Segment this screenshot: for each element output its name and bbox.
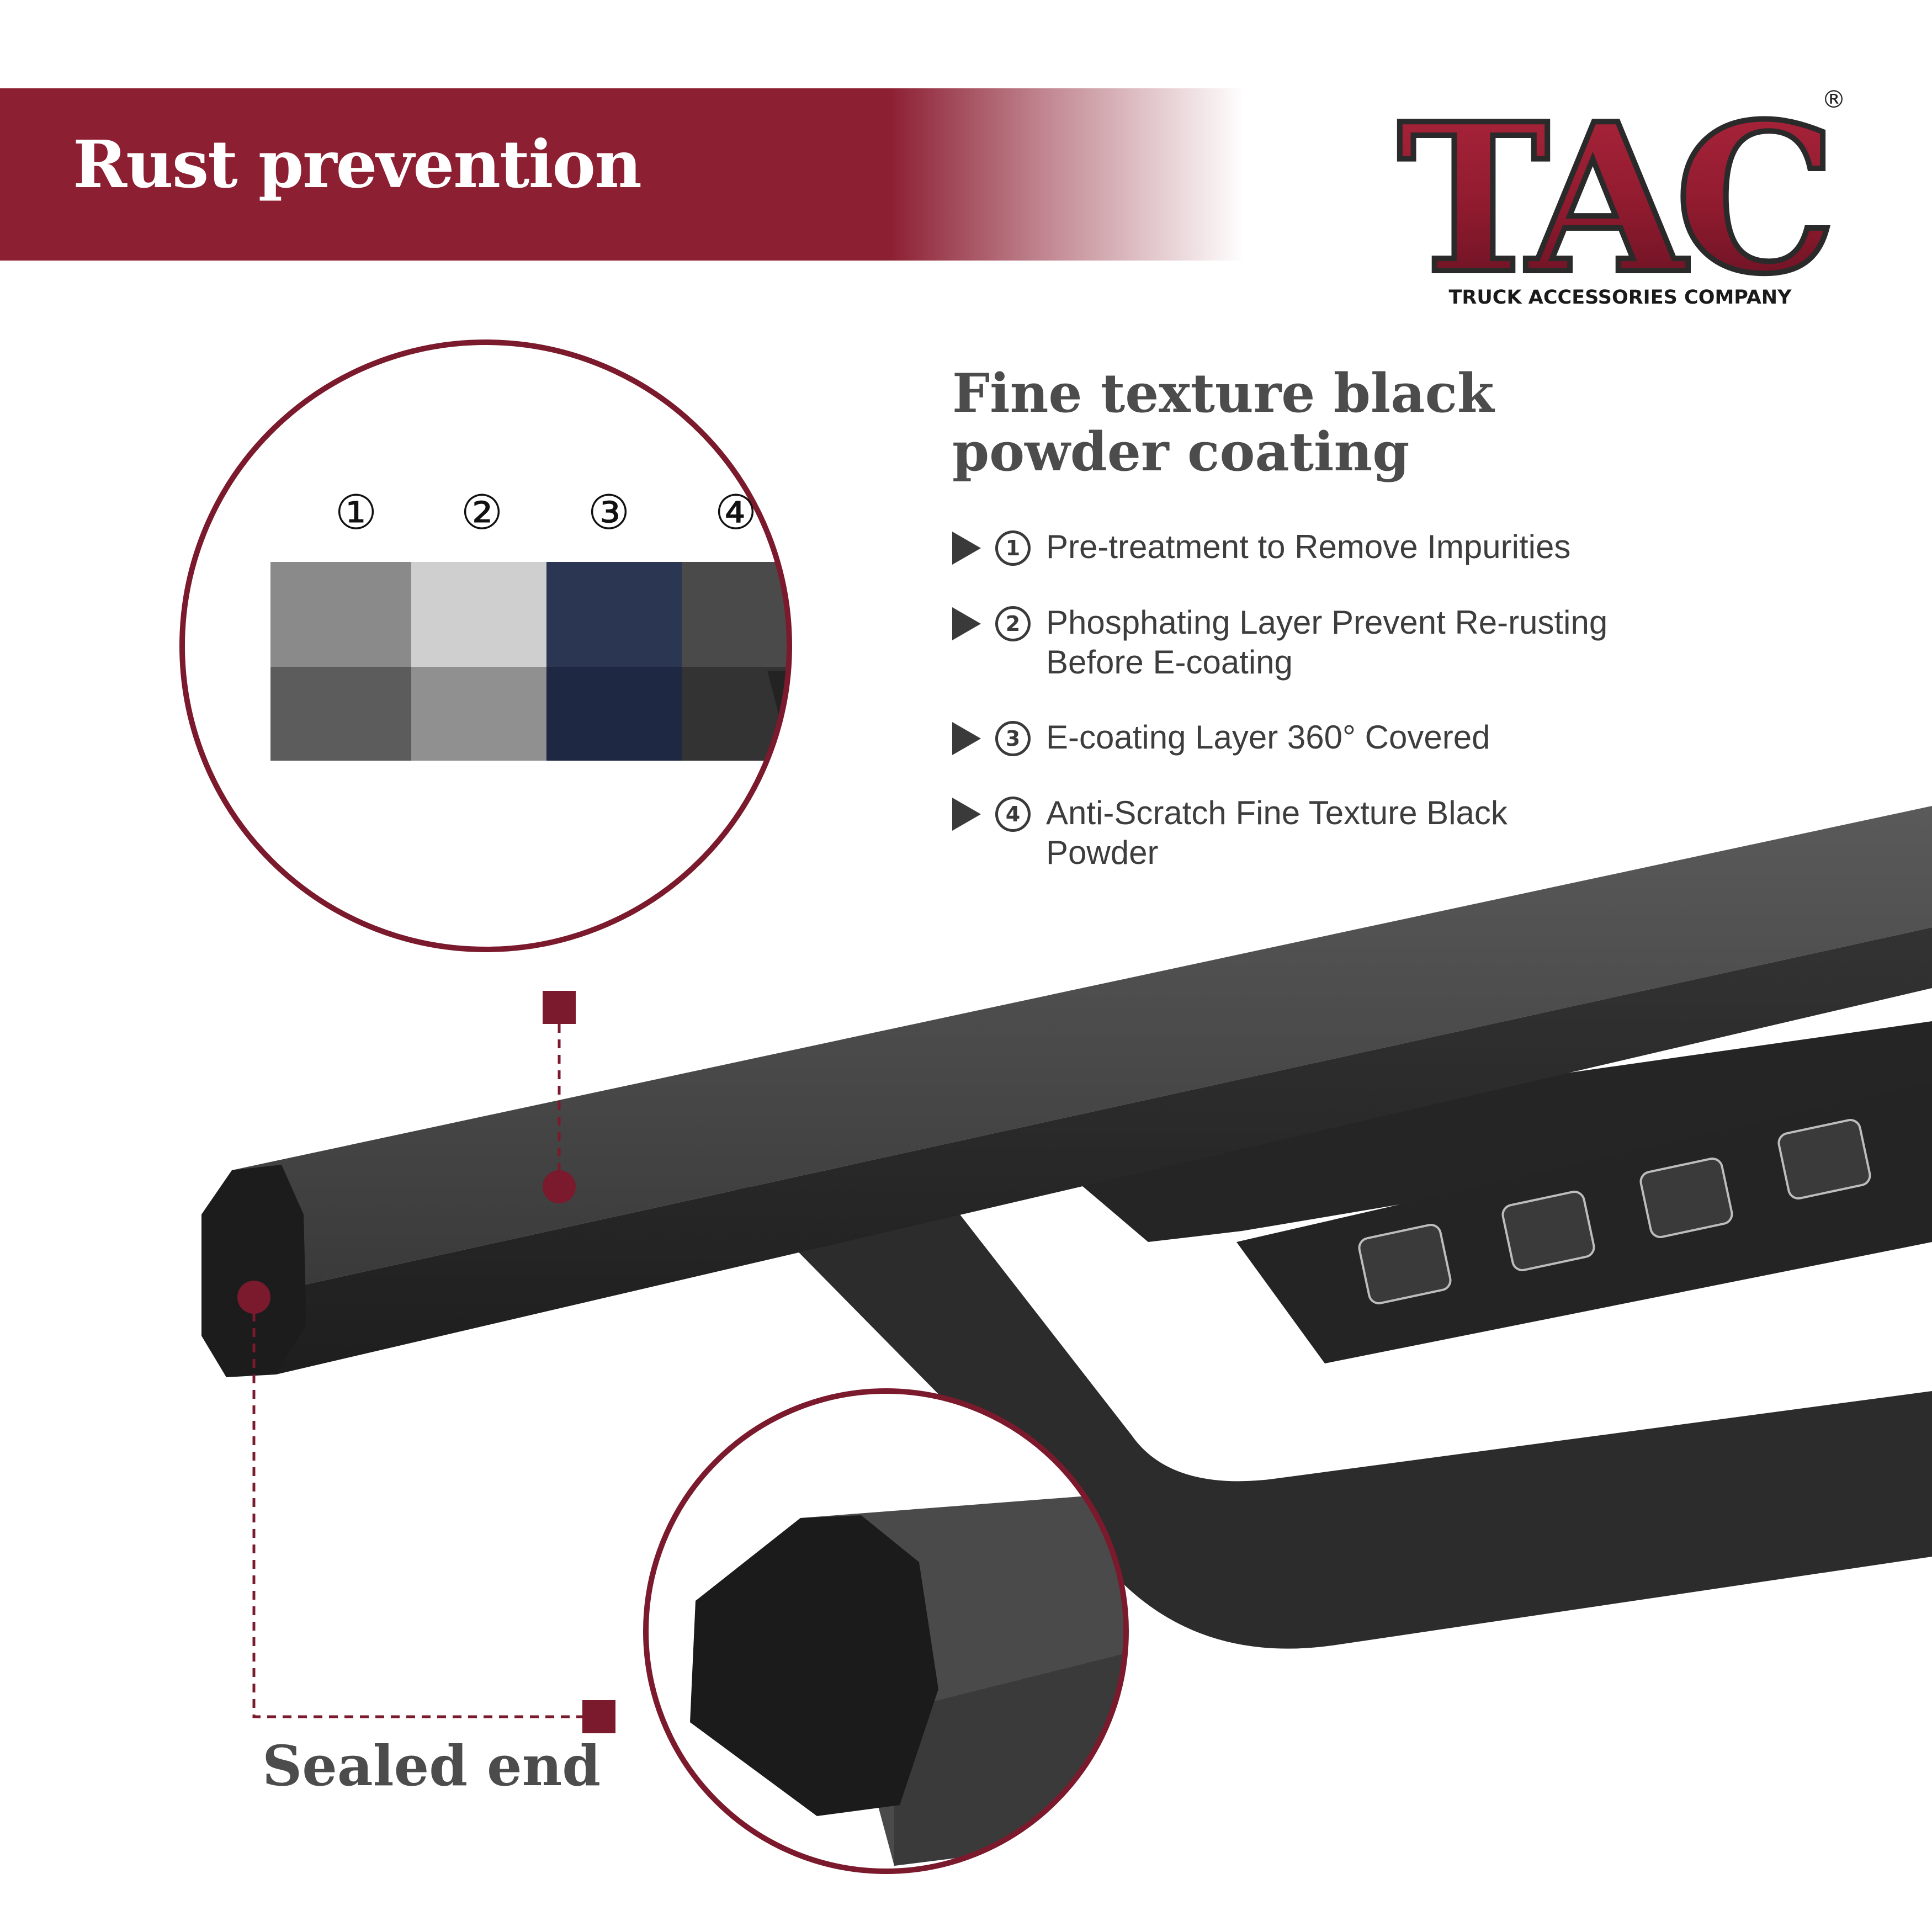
feature-item-2: 2 Phosphating Layer Prevent Re-rusting B… xyxy=(952,603,1607,682)
step-frame xyxy=(1038,1021,1932,1242)
feature-item-4: 4 Anti-Scratch Fine Texture Black Powder xyxy=(952,793,1508,873)
coating-layers xyxy=(270,562,789,761)
coating-heading-line2: powder coating xyxy=(952,421,1410,483)
feature-item-1: 1 Pre-treatment to Remove Impurities xyxy=(952,527,1570,567)
play-arrow-icon xyxy=(952,532,981,565)
tac-logo: TAC ® TRUCK ACCESSORIES COMPANY xyxy=(1395,86,1846,306)
main-bar-top xyxy=(232,806,1932,1286)
svg-text:TAC: TAC xyxy=(1398,86,1828,306)
feature-2-line2: Before E-coating xyxy=(1046,644,1293,681)
svg-text:®: ® xyxy=(1822,86,1846,114)
banner-title: Rust prevention xyxy=(73,126,642,203)
bar-end-cap xyxy=(201,1165,306,1377)
play-arrow-icon xyxy=(952,722,981,755)
sealed-end-view xyxy=(690,1490,1126,1866)
feature-1-line1: Pre-treatment to Remove Impurities xyxy=(1046,528,1571,565)
feature-3-line1: E-coating Layer 360° Covered xyxy=(1046,719,1490,756)
sealed-end-label: Sealed end xyxy=(262,1733,601,1798)
number-2-icon: 2 xyxy=(995,606,1031,641)
end-callout-line xyxy=(252,1297,588,1718)
coating-heading-line1: Fine texture black xyxy=(952,362,1494,424)
layer-number-4: ④ xyxy=(714,485,757,540)
feature-2-line1: Phosphating Layer Prevent Re-rusting xyxy=(1046,604,1608,641)
feature-item-3: 3 E-coating Layer 360° Covered xyxy=(952,718,1490,757)
header-banner xyxy=(0,88,1270,261)
end-callout-marker xyxy=(582,1700,615,1733)
step-holes xyxy=(1358,1119,1871,1304)
play-arrow-icon xyxy=(952,798,981,831)
layer-number-2: ② xyxy=(460,485,503,540)
feature-4-line2: Powder xyxy=(1046,834,1159,871)
main-bar-side xyxy=(276,927,1932,1374)
layer-number-1: ① xyxy=(335,485,377,540)
number-3-icon: 3 xyxy=(995,721,1031,756)
number-1-icon: 1 xyxy=(995,530,1031,566)
step-arm xyxy=(734,1187,1932,1649)
coating-heading: Fine texture black powder coating xyxy=(952,364,1494,481)
coating-callout-marker xyxy=(543,991,576,1024)
svg-text:TRUCK ACCESSORIES COMPANY: TRUCK ACCESSORIES COMPANY xyxy=(1449,286,1792,306)
coating-callout-dot xyxy=(543,1170,576,1203)
feature-4-line1: Anti-Scratch Fine Texture Black xyxy=(1046,794,1508,831)
play-arrow-icon xyxy=(952,607,981,640)
number-4-icon: 4 xyxy=(995,797,1031,832)
layer-number-3: ③ xyxy=(587,485,630,540)
